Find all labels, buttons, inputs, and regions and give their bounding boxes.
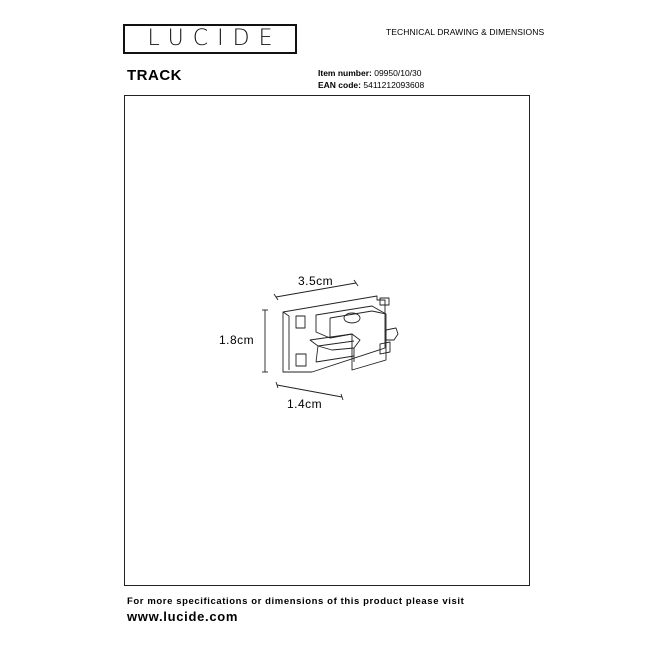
logo-text: LUCIDE	[147, 26, 282, 51]
ean-value: 5411212093608	[363, 80, 425, 90]
item-number-label: Item number:	[318, 68, 372, 78]
item-number-value: 09950/10/30	[374, 68, 422, 78]
ean-row: EAN code: 5411212093608	[318, 80, 424, 90]
width-dimension-line	[273, 279, 359, 301]
document-title: TECHNICAL DRAWING & DIMENSIONS	[386, 27, 545, 37]
product-name: TRACK	[127, 67, 182, 84]
lucide-logo: LUCIDE	[123, 24, 297, 54]
website-link[interactable]: www.lucide.com	[127, 609, 239, 624]
depth-label: 1.4cm	[287, 397, 323, 411]
height-dimension-line	[262, 309, 268, 373]
ean-label: EAN code:	[318, 80, 361, 90]
depth-dimension-line	[275, 381, 344, 401]
drawing-frame	[124, 95, 530, 586]
height-label: 1.8cm	[219, 333, 255, 347]
track-connector-body	[282, 295, 399, 373]
item-number-row: Item number: 09950/10/30	[318, 68, 422, 78]
footer-note: For more specifications or dimensions of…	[127, 596, 465, 607]
width-label: 3.5cm	[298, 274, 334, 288]
